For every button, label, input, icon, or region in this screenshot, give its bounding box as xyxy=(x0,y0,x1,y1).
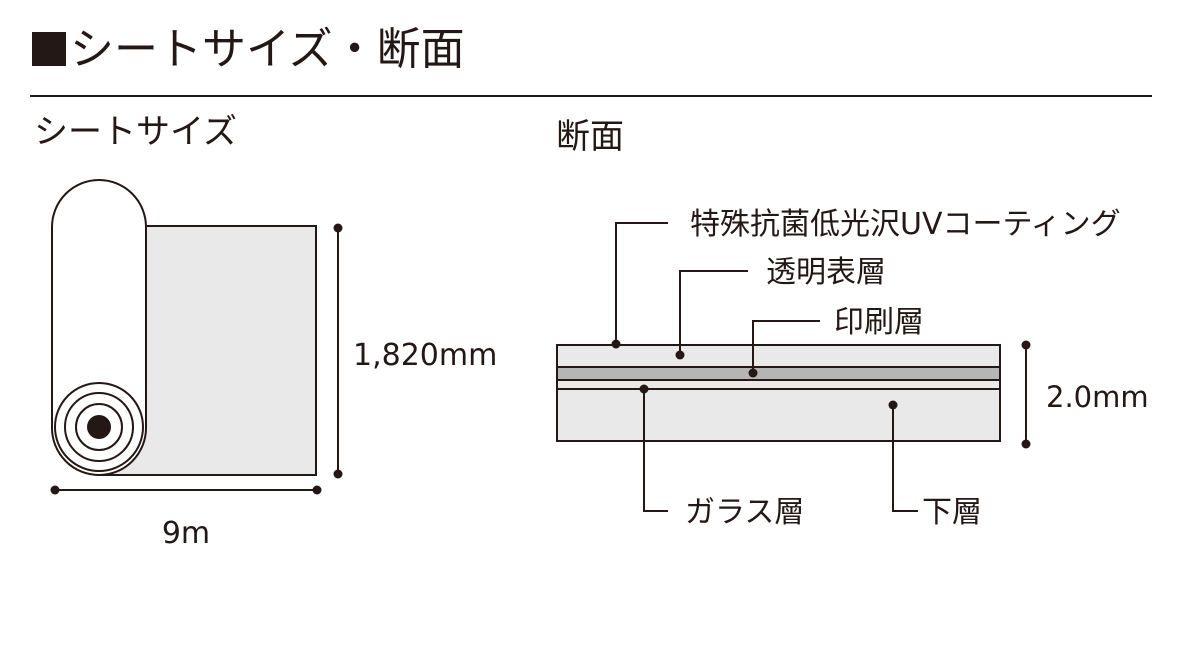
width-dimension-end-left xyxy=(50,485,60,495)
height-dimension-end-bottom xyxy=(333,469,343,479)
coating-leader xyxy=(611,222,668,349)
cross-section-heading: 断面 xyxy=(556,117,624,157)
base-layer-label: 下層 xyxy=(922,495,982,530)
glass-layer-leader xyxy=(639,384,668,512)
glass-layer-label: ガラス層 xyxy=(685,495,804,530)
roll-core xyxy=(87,415,111,439)
sheet-size-heading: シートサイズ xyxy=(34,112,237,152)
width-dimension-end-right xyxy=(312,485,322,495)
thickness-label: 2.0mm xyxy=(1046,380,1149,414)
cross-section-layers xyxy=(556,344,1001,442)
print-layer-band xyxy=(556,366,1001,381)
base-layer-leader xyxy=(888,400,918,512)
height-dimension-end-top xyxy=(333,223,343,233)
thickness-dimension-end-bottom xyxy=(1021,439,1031,449)
clear-layer-leader xyxy=(675,270,748,360)
square-bullet-icon xyxy=(32,32,66,66)
sheet-roll-illustration xyxy=(51,179,317,476)
print-layer-leader xyxy=(748,320,820,378)
height-dimension xyxy=(333,223,343,479)
thickness-dimension xyxy=(1021,340,1031,449)
width-label: 9m xyxy=(162,516,210,551)
clear-layer-label: 透明表層 xyxy=(766,255,886,290)
coating-layer-label: 特殊抗菌低光沢UVコーティング xyxy=(690,207,1121,242)
title-divider xyxy=(30,95,1152,97)
print-layer-label: 印刷層 xyxy=(834,305,924,340)
page-title: シートサイズ・断面 xyxy=(32,22,465,78)
thickness-dimension-end-top xyxy=(1021,340,1031,350)
section-body xyxy=(556,344,1001,442)
width-dimension xyxy=(50,485,322,495)
page-title-text: シートサイズ・断面 xyxy=(70,24,465,75)
height-label: 1,820mm xyxy=(353,338,497,373)
